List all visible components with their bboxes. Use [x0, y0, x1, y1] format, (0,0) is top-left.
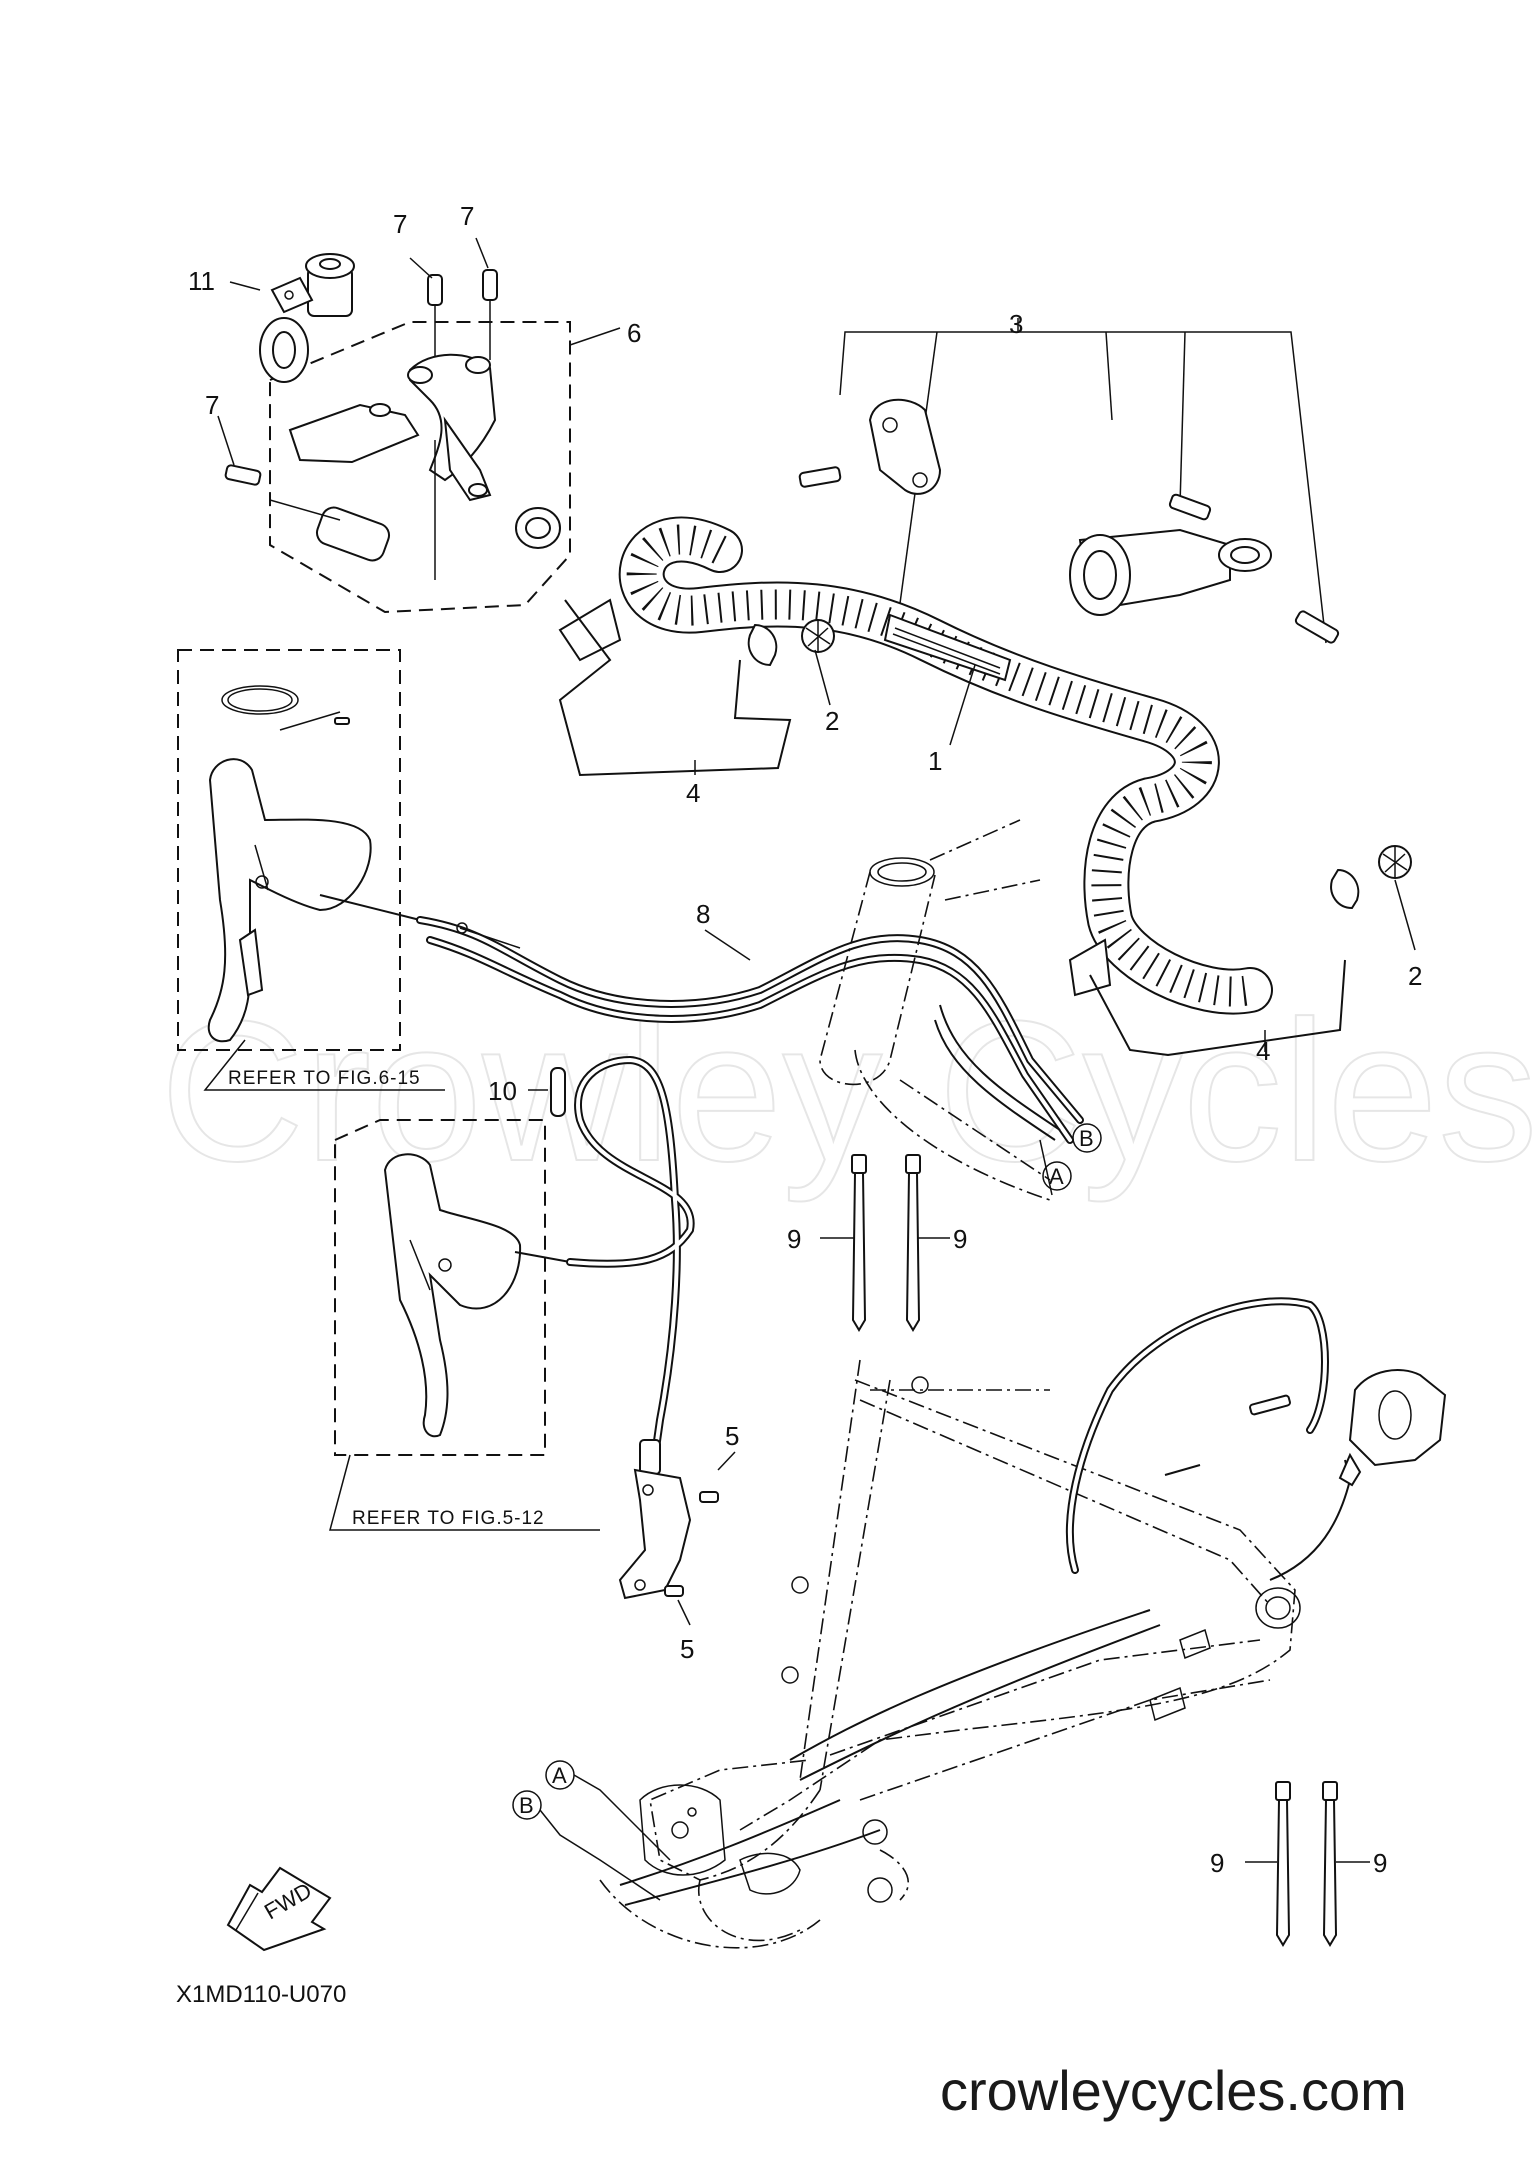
- stem-faceplate-part: [798, 398, 942, 495]
- callout-6: 6: [627, 318, 641, 348]
- callout-5: 5: [680, 1634, 694, 1664]
- callout-7: 7: [393, 209, 407, 239]
- diagram-code: X1MD110-U070: [176, 1981, 346, 2008]
- bell-mount-group: [217, 237, 621, 614]
- connector-marks: [512, 1123, 1102, 1901]
- leader-line: [704, 929, 751, 961]
- bar-tape-end-part: [558, 599, 1346, 1057]
- leader-line: [229, 281, 261, 291]
- callout-7: 7: [460, 201, 474, 231]
- connector-letters: B A A B: [519, 1126, 1094, 1818]
- caliper-adapter-part: [618, 1439, 719, 1600]
- leader-line: [1394, 879, 1416, 951]
- right-brake-lever-group: [177, 649, 445, 1091]
- fwd-arrow-icon: FWD: [226, 1866, 332, 1952]
- leader-line: [409, 257, 433, 279]
- callout-8: 8: [696, 899, 710, 929]
- callout-4: 4: [686, 778, 700, 808]
- handlebar-group: [558, 318, 1416, 1057]
- leader-line: [814, 649, 831, 706]
- brand-url: crowleycycles.com: [940, 2059, 1407, 2122]
- frame-outline: [599, 819, 1301, 1949]
- hose-pin-part: [550, 1067, 566, 1117]
- callout-9: 9: [1373, 1848, 1387, 1878]
- lever-dashed-box: [177, 649, 401, 1051]
- leader-line: [949, 664, 976, 746]
- callout-9: 9: [787, 1224, 801, 1254]
- stem-part: [1069, 493, 1340, 644]
- leader-line: [475, 237, 489, 269]
- stem-callout-bracket: [839, 331, 1327, 644]
- leader-line: [717, 1451, 736, 1471]
- watermark-text: Crowley Cycles: [160, 980, 1536, 1203]
- rear-caliper-part: [1338, 1369, 1447, 1487]
- bar-end-plug-part: [747, 619, 1412, 910]
- mount-assembly-dashed-box: [269, 321, 571, 614]
- lever-dashed-box: [334, 1119, 546, 1456]
- brake-hose-group: [416, 916, 1084, 1626]
- leader-line: [569, 327, 621, 346]
- refer-fig-6-15: REFER TO FIG.6-15: [228, 1068, 421, 1089]
- callout-10: 10: [488, 1076, 517, 1106]
- cable-tie-part: [820, 1154, 1370, 1947]
- callout-1: 1: [928, 746, 942, 776]
- leader-line: [217, 415, 235, 466]
- callout-numbers: 11 7 7 7 6 3 2 2 1 4 4 8 10 9 9 9 9 5 5: [188, 201, 1422, 1878]
- connector-a: A: [1049, 1164, 1064, 1189]
- accessory-mount-part: [269, 353, 561, 580]
- callout-5: 5: [725, 1421, 739, 1451]
- connector-a: A: [552, 1763, 567, 1788]
- callout-4: 4: [1256, 1036, 1270, 1066]
- bell-part: [259, 253, 355, 383]
- callout-2: 2: [825, 706, 839, 736]
- callout-9: 9: [1210, 1848, 1224, 1878]
- internal-routing: [619, 1004, 1447, 1906]
- leader-line: [1105, 331, 1113, 421]
- callout-2: 2: [1408, 961, 1422, 991]
- left-brake-lever-group: [329, 1119, 600, 1531]
- leader-line: [677, 1599, 691, 1626]
- callout-7: 7: [205, 390, 219, 420]
- callout-3: 3: [1009, 309, 1023, 339]
- refer-underline: [203, 1039, 445, 1091]
- refer-underline: [329, 1454, 600, 1531]
- connector-b: B: [519, 1793, 534, 1818]
- callout-9: 9: [953, 1224, 967, 1254]
- leader-line: [1179, 331, 1186, 506]
- callout-11: 11: [188, 266, 215, 296]
- refer-fig-5-12: REFER TO FIG.5-12: [352, 1508, 545, 1529]
- connector-b: B: [1079, 1126, 1094, 1151]
